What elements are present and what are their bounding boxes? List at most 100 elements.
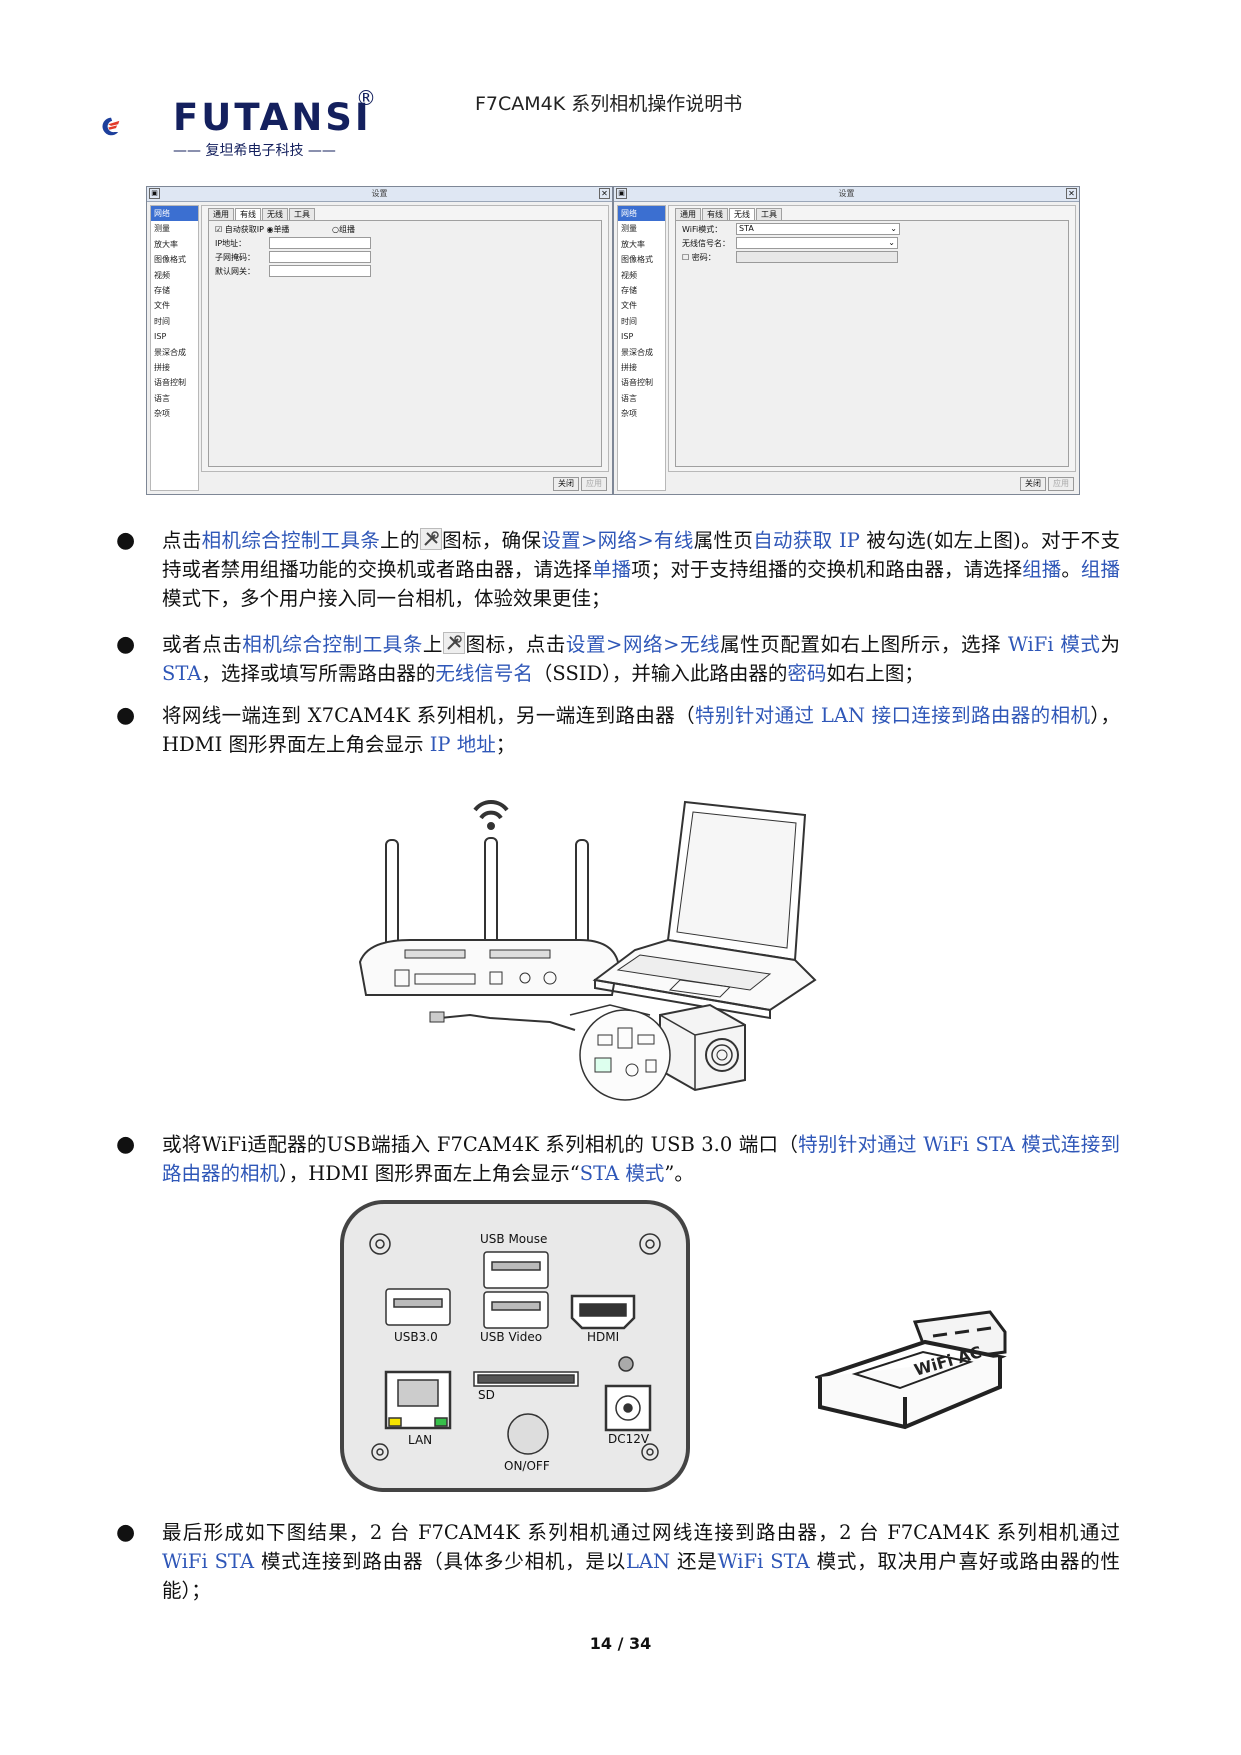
text: 上: [422, 633, 443, 656]
close-icon[interactable]: ✕: [1066, 188, 1077, 199]
link-text: 组播: [1022, 558, 1062, 581]
futansi-logo: [102, 117, 120, 136]
sidebar-item-stitch[interactable]: 拼接: [621, 362, 637, 372]
dialog-titlebar: ▣ 设置 ✕: [614, 187, 1079, 202]
sidebar-item-storage[interactable]: 存储: [621, 285, 637, 295]
usb3-label: USB3.0: [394, 1330, 438, 1344]
sidebar-item-edf[interactable]: 景深合成: [621, 347, 653, 357]
apply-button[interactable]: 应用: [1048, 477, 1074, 491]
dialog-buttons: 关闭 应用: [551, 477, 607, 491]
text: ；: [495, 733, 516, 756]
camera-illustration: [569, 1003, 746, 1101]
dialog-title: 设置: [838, 189, 855, 198]
link-text: 特别针对通过 LAN 接口连接到路由器的相机: [695, 704, 1091, 727]
wifi-mode-label: WiFi模式：: [682, 225, 723, 234]
close-button[interactable]: 关闭: [553, 477, 579, 491]
document-title: F7CAM4K 系列相机操作说明书: [475, 93, 743, 115]
text: 模式连接到路由器（具体多少相机，是以: [254, 1550, 626, 1573]
link-text: STA 模式: [579, 1162, 665, 1185]
password-row: ☐ 密码：: [682, 252, 716, 263]
sidebar-item-measure[interactable]: 测量: [154, 224, 170, 234]
tab-general[interactable]: 通用: [208, 208, 234, 220]
hdmi-label: HDMI: [587, 1330, 620, 1344]
sidebar-item-voice[interactable]: 语音控制: [154, 378, 186, 388]
sidebar-item-magnification[interactable]: 放大率: [621, 239, 645, 249]
sidebar-item-video[interactable]: 视频: [154, 270, 170, 280]
text: 如右上图；: [826, 662, 924, 685]
dc12v-label: DC12V: [608, 1432, 650, 1446]
sidebar-item-edf[interactable]: 景深合成: [154, 347, 186, 357]
tab-wireless[interactable]: 无线: [729, 208, 755, 220]
wired-pane: ☑ 自动获取IP ◉单播 ○组播 IP地址： 子网掩码： 默认网关：: [208, 220, 602, 467]
bullet-dot: ●: [116, 1132, 136, 1157]
link-text: IP 地址: [429, 733, 496, 756]
tab-general[interactable]: 通用: [675, 208, 701, 220]
sidebar-item-time[interactable]: 时间: [154, 316, 170, 326]
sidebar-item-misc[interactable]: 杂项: [621, 409, 637, 419]
text: 属性页: [693, 529, 754, 552]
bullet-dot: ●: [116, 703, 136, 728]
gateway-field[interactable]: [269, 265, 371, 277]
auto-ip-checkbox[interactable]: ☑: [215, 225, 223, 234]
sidebar-item-time[interactable]: 时间: [621, 316, 637, 326]
wireless-pane: WiFi模式： STA ⌄ 无线信号名： ⌄ ☐ 密码：: [675, 220, 1069, 467]
multicast-radio[interactable]: ○: [331, 225, 339, 234]
sidebar-item-storage[interactable]: 存储: [154, 285, 170, 295]
sidebar-item-language[interactable]: 语言: [621, 393, 637, 403]
router-illustration: [358, 800, 620, 1031]
link-text: 相机综合控制工具条: [242, 633, 423, 656]
sidebar-item-magnification[interactable]: 放大率: [154, 239, 178, 249]
password-field[interactable]: [736, 251, 898, 263]
password-label: 密码：: [691, 253, 716, 262]
tools-icon: [419, 528, 442, 550]
tab-tools[interactable]: 工具: [756, 208, 782, 220]
paragraph-5: 最后形成如下图结果，2 台 F7CAM4K 系列相机通过网线连接到路由器，2 台…: [162, 1518, 1120, 1605]
wifi-mode-value: STA: [739, 224, 754, 233]
sidebar-item-file[interactable]: 文件: [621, 301, 637, 311]
tab-tools[interactable]: 工具: [289, 208, 315, 220]
text: 模式，取决用户喜好或路由器的性能）；: [162, 1550, 1120, 1602]
unicast-radio[interactable]: ◉: [266, 225, 274, 234]
lan-label: LAN: [408, 1433, 433, 1447]
password-checkbox[interactable]: ☐: [682, 253, 690, 262]
close-button[interactable]: 关闭: [1020, 477, 1046, 491]
tab-wired[interactable]: 有线: [702, 208, 728, 220]
link-text: STA: [162, 662, 202, 685]
wifi-mode-select[interactable]: STA ⌄: [736, 223, 900, 235]
dialog-buttons: 关闭 应用: [1018, 477, 1074, 491]
text: ），HDMI 图形界面左上角会显示: [162, 704, 1120, 756]
ip-label: IP地址：: [215, 239, 247, 248]
sidebar-item-measure[interactable]: 测量: [621, 224, 637, 234]
tab-wired[interactable]: 有线: [235, 208, 261, 220]
sidebar-item-stitch[interactable]: 拼接: [154, 362, 170, 372]
sidebar-item-image-format[interactable]: 图像格式: [154, 255, 186, 265]
sidebar-item-misc[interactable]: 杂项: [154, 409, 170, 419]
ip-address-field[interactable]: [269, 237, 371, 249]
link-text: 设置>网络>无线: [565, 633, 721, 656]
text: 将网线一端连到 X7CAM4K 系列相机，另一端连到路由器（: [162, 704, 696, 727]
paragraph-2: 或者点击相机综合控制工具条上图标，点击设置>网络>无线属性页配置如右上图所示，选…: [162, 630, 1120, 688]
tab-wireless[interactable]: 无线: [262, 208, 288, 220]
paragraph-3: 将网线一端连到 X7CAM4K 系列相机，另一端连到路由器（特别针对通过 LAN…: [162, 701, 1120, 759]
sidebar-item-file[interactable]: 文件: [154, 301, 170, 311]
ssid-combobox[interactable]: ⌄: [736, 237, 898, 249]
link-text: WiFi STA: [717, 1550, 810, 1573]
sidebar-item-isp[interactable]: ISP: [621, 332, 634, 342]
sidebar-item-network[interactable]: 网络: [151, 206, 198, 222]
subnet-label: 子网掩码：: [215, 253, 255, 262]
close-icon[interactable]: ✕: [599, 188, 610, 199]
sidebar-item-image-format[interactable]: 图像格式: [621, 255, 653, 265]
sidebar-item-video[interactable]: 视频: [621, 270, 637, 280]
sidebar-item-isp[interactable]: ISP: [154, 332, 167, 342]
sd-label: SD: [478, 1388, 495, 1402]
text: 还是: [670, 1550, 718, 1573]
text: 最后形成如下图结果，2 台 F7CAM4K 系列相机通过网线连接到路由器，2 台…: [162, 1521, 1120, 1544]
apply-button[interactable]: 应用: [581, 477, 607, 491]
sidebar-item-language[interactable]: 语言: [154, 393, 170, 403]
sidebar-item-network[interactable]: 网络: [618, 206, 665, 222]
text: ”。: [664, 1162, 694, 1185]
text: 或者点击: [162, 633, 243, 656]
subnet-mask-field[interactable]: [269, 251, 371, 263]
sidebar-item-voice[interactable]: 语音控制: [621, 378, 653, 388]
settings-sidebar: 网络 测量 放大率 图像格式 视频 存储 文件 时间 ISP 景深合成 拼接 语…: [617, 205, 666, 491]
